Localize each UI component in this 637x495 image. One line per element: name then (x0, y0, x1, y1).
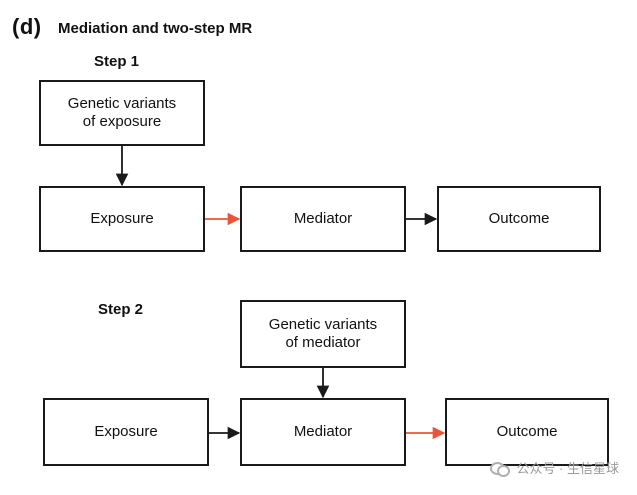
figure-title: Mediation and two-step MR (58, 20, 253, 37)
step2-iv-line2: of mediator (285, 334, 361, 351)
step1-mediator-box: Mediator (240, 186, 406, 252)
step2-iv-line1: Genetic variants (268, 316, 378, 333)
step2-exposure-label: Exposure (94, 423, 158, 440)
step1-label: Step 1 (94, 53, 140, 70)
step1-exposure-label: Exposure (90, 210, 154, 227)
step2-label: Step 2 (98, 301, 144, 318)
step1-outcome-box: Outcome (437, 186, 601, 252)
panel-label: (d) (12, 14, 42, 39)
step2-outcome-label: Outcome (496, 423, 558, 440)
watermark-text: 公众号 · 生信星球 (516, 461, 619, 476)
step2-exposure-box: Exposure (43, 398, 209, 466)
step1-mediator-label: Mediator (293, 210, 353, 227)
step1-outcome-label: Outcome (488, 210, 550, 227)
step2-mediator-box: Mediator (240, 398, 406, 466)
wechat-icon (490, 460, 511, 477)
step2-mediator-label: Mediator (293, 423, 353, 440)
watermark: 公众号 · 生信星球 (490, 458, 619, 477)
step2-genetic-variants-mediator-box: Genetic variants of mediator (240, 300, 406, 368)
step1-genetic-variants-exposure-box: Genetic variants of exposure (39, 80, 205, 146)
step1-iv-line1: Genetic variants (67, 95, 177, 112)
step1-exposure-box: Exposure (39, 186, 205, 252)
step2-outcome-box: Outcome (445, 398, 609, 466)
step1-iv-line2: of exposure (82, 113, 162, 130)
